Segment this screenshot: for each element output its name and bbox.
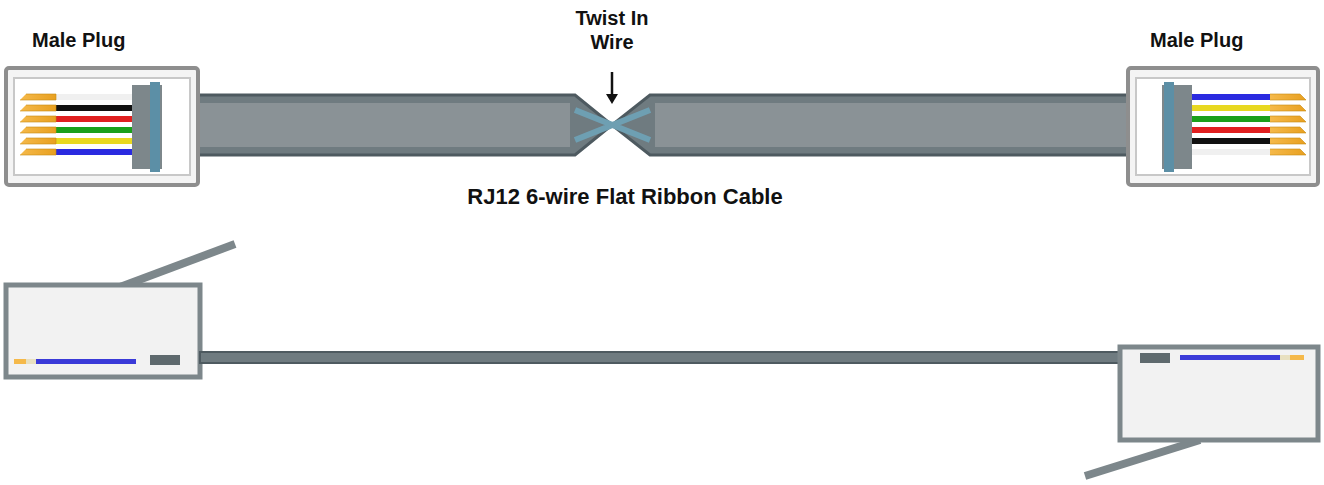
side-view <box>6 244 1318 476</box>
right-plug <box>1128 68 1318 185</box>
cable-label: RJ12 6-wire Flat Ribbon Cable <box>410 184 840 210</box>
part-label: Male Plug <box>32 28 172 52</box>
part-label: Male Plug <box>1150 28 1290 52</box>
ribbon-cable <box>195 95 1135 155</box>
callout-label: Twist In Wire <box>562 6 662 54</box>
left-plug <box>6 68 198 185</box>
pointer-arrow <box>606 72 618 104</box>
